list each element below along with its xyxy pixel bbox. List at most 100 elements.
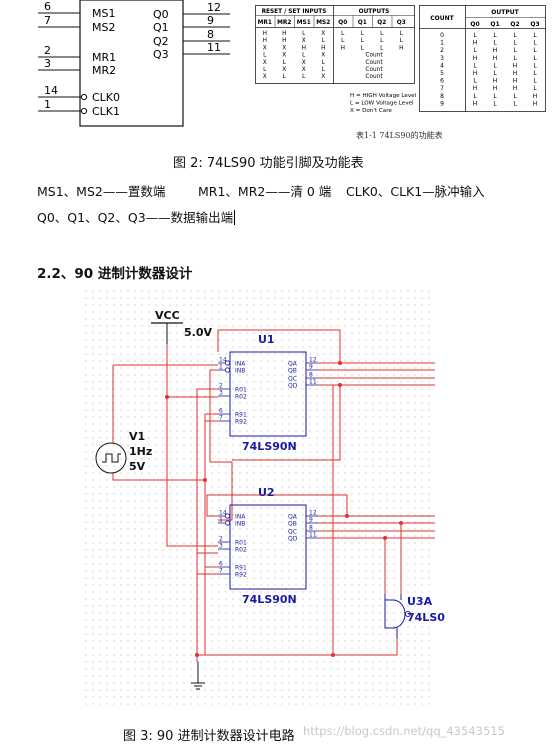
chip-pin-name: INA bbox=[235, 514, 246, 521]
chip-pin-number: 2 bbox=[219, 383, 223, 390]
pin-number: 11 bbox=[207, 41, 221, 54]
pin-number: 3 bbox=[44, 57, 51, 70]
column-header: Q1 bbox=[358, 20, 367, 26]
pin-name: CLK0 bbox=[92, 91, 120, 104]
table-cell: L bbox=[533, 70, 537, 77]
pin-number: 9 bbox=[207, 14, 214, 27]
table-cell: L bbox=[283, 60, 287, 66]
table-cell: L bbox=[493, 93, 497, 100]
pin-number: 12 bbox=[207, 1, 221, 14]
pin-name: Q3 bbox=[153, 48, 169, 61]
pin-name: Q2 bbox=[153, 35, 169, 48]
group-header: OUTPUT bbox=[491, 9, 519, 16]
wires bbox=[112, 329, 435, 662]
table-cell: L bbox=[513, 40, 517, 47]
table-cell: L bbox=[473, 62, 477, 69]
table-cell: L bbox=[302, 31, 306, 37]
table-cell: L bbox=[513, 55, 517, 62]
column-header: MR1 bbox=[258, 20, 272, 26]
table-cell: H bbox=[533, 100, 538, 107]
table-cell: L bbox=[341, 31, 345, 37]
chip-pin-name: QB bbox=[288, 368, 297, 375]
table-cell: L bbox=[380, 45, 384, 51]
table-cell: L bbox=[341, 38, 345, 44]
watermark: https://blog.csdn.net/qq_43543515 bbox=[303, 724, 505, 738]
chip-pin-number: 11 bbox=[309, 379, 317, 386]
table-cell: H bbox=[473, 85, 478, 92]
table-cell: L bbox=[513, 93, 517, 100]
clock-inversion-bubbles bbox=[80, 93, 88, 115]
column-header: Q2 bbox=[377, 20, 386, 26]
chip-pin-name: R91 bbox=[235, 565, 247, 572]
pin-name: Q0 bbox=[153, 8, 169, 21]
table-cell: H bbox=[513, 62, 518, 69]
table-cell: L bbox=[322, 60, 326, 66]
table-cell: L bbox=[533, 32, 537, 39]
junction-dot bbox=[383, 536, 387, 540]
table-cell: X bbox=[263, 60, 267, 66]
counter-u2: U274LS90NINA14INB1R012R023R916R927QA12QB… bbox=[218, 486, 318, 606]
table-cell: 8 bbox=[440, 93, 444, 100]
group-header: OUTPUTS bbox=[359, 9, 390, 15]
table-cell: H bbox=[473, 40, 478, 47]
pin-name: MR2 bbox=[92, 64, 116, 77]
table-cell: L bbox=[533, 55, 537, 62]
table-cell: X bbox=[282, 45, 286, 51]
chip-pin-number: 1 bbox=[219, 364, 223, 371]
chip-pin-name: QD bbox=[288, 536, 298, 543]
table-cell: H bbox=[263, 31, 267, 37]
chip-pin-name: R92 bbox=[235, 572, 247, 579]
chip-pin-number: 9 bbox=[309, 364, 313, 371]
table-cell: H bbox=[341, 45, 345, 51]
table-cell: L bbox=[400, 38, 404, 44]
chip-pin-name: R92 bbox=[235, 419, 247, 426]
nand-out-reset bbox=[197, 638, 398, 656]
column-header: Q3 bbox=[397, 20, 406, 26]
table-cell: 3 bbox=[440, 55, 444, 62]
chip-pin-number: 9 bbox=[309, 517, 313, 524]
column-header: Q3 bbox=[530, 21, 539, 28]
pin-desc-reset: MR1、MR2——清 0 端 bbox=[198, 184, 332, 199]
circuit-schematic: VCC5.0VU174LS90NINA14INB1R012R023R916R92… bbox=[85, 290, 445, 706]
chip-body bbox=[79, 0, 184, 127]
table-cell: H bbox=[263, 38, 267, 44]
table-cell: L bbox=[380, 31, 384, 37]
table-cell: 4 bbox=[440, 62, 444, 69]
u3a-ref: U3A bbox=[407, 595, 433, 608]
table-cell: L bbox=[400, 31, 404, 37]
table-cell: H bbox=[493, 55, 498, 62]
column-header: Q1 bbox=[490, 21, 499, 28]
table-cell: L bbox=[473, 78, 477, 85]
v1-ref: V1 bbox=[129, 430, 145, 443]
table-cell: H bbox=[513, 85, 518, 92]
junction-dot bbox=[399, 521, 403, 525]
junction-dot bbox=[338, 383, 342, 387]
table-cell: Count bbox=[365, 53, 383, 59]
chip-pin-name: QC bbox=[288, 529, 297, 536]
chip-pin-name: R91 bbox=[235, 412, 247, 419]
table-note: L = LOW Voltage Level bbox=[350, 101, 414, 107]
table-cell: H bbox=[533, 93, 538, 100]
chip-pin-number: 1 bbox=[219, 517, 223, 524]
table-cell: 1 bbox=[440, 40, 444, 47]
chip-pin-name: R02 bbox=[235, 547, 247, 554]
figure-3-caption: 图 3: 90 进制计数器设计电路 bbox=[123, 729, 295, 744]
group-header: RESET / SET INPUTS bbox=[262, 9, 327, 15]
table-cell: Count bbox=[365, 67, 383, 73]
table-cell: L bbox=[513, 47, 517, 54]
table-cell: L bbox=[302, 53, 306, 59]
table-cell: L bbox=[361, 31, 365, 37]
table-cell: X bbox=[263, 45, 267, 51]
junction-dot bbox=[338, 361, 342, 365]
pin-number: 8 bbox=[207, 28, 214, 41]
pin-number: 7 bbox=[44, 14, 51, 27]
table-cell: 6 bbox=[440, 78, 444, 85]
table-cell: L bbox=[533, 78, 537, 85]
chip-pin-number: 12 bbox=[309, 510, 317, 517]
table-cell: H bbox=[282, 31, 286, 37]
table-cell: X bbox=[321, 53, 325, 59]
